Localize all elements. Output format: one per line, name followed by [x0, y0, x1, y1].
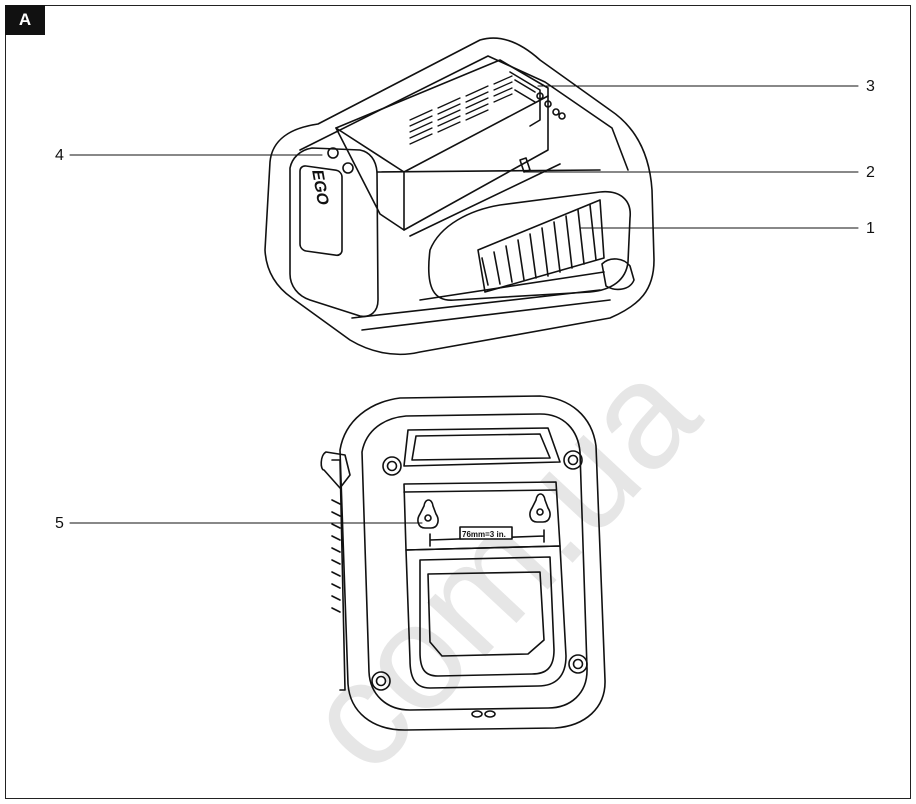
callout-3: 3	[866, 78, 875, 95]
charger-perspective-view	[264, 37, 655, 356]
keyhole-slot-right	[529, 493, 551, 523]
figure-tag: A	[5, 5, 45, 35]
callout-4: 4	[55, 147, 64, 164]
figure-frame	[5, 5, 911, 799]
keyhole-slot-left	[417, 499, 439, 529]
callout-5: 5	[55, 515, 64, 532]
side-vent-slats	[477, 199, 605, 293]
mount-spacing-label: 76mm=3 in.	[462, 530, 506, 539]
callout-2: 2	[866, 164, 875, 181]
callout-1: 1	[866, 220, 875, 237]
charger-bottom-view	[320, 395, 606, 731]
top-vent-grid	[409, 75, 513, 145]
side-ribs	[331, 499, 341, 613]
leader-lines	[69, 85, 859, 524]
led-indicator-panel	[299, 165, 343, 257]
brand-logo: EGO	[308, 170, 332, 205]
